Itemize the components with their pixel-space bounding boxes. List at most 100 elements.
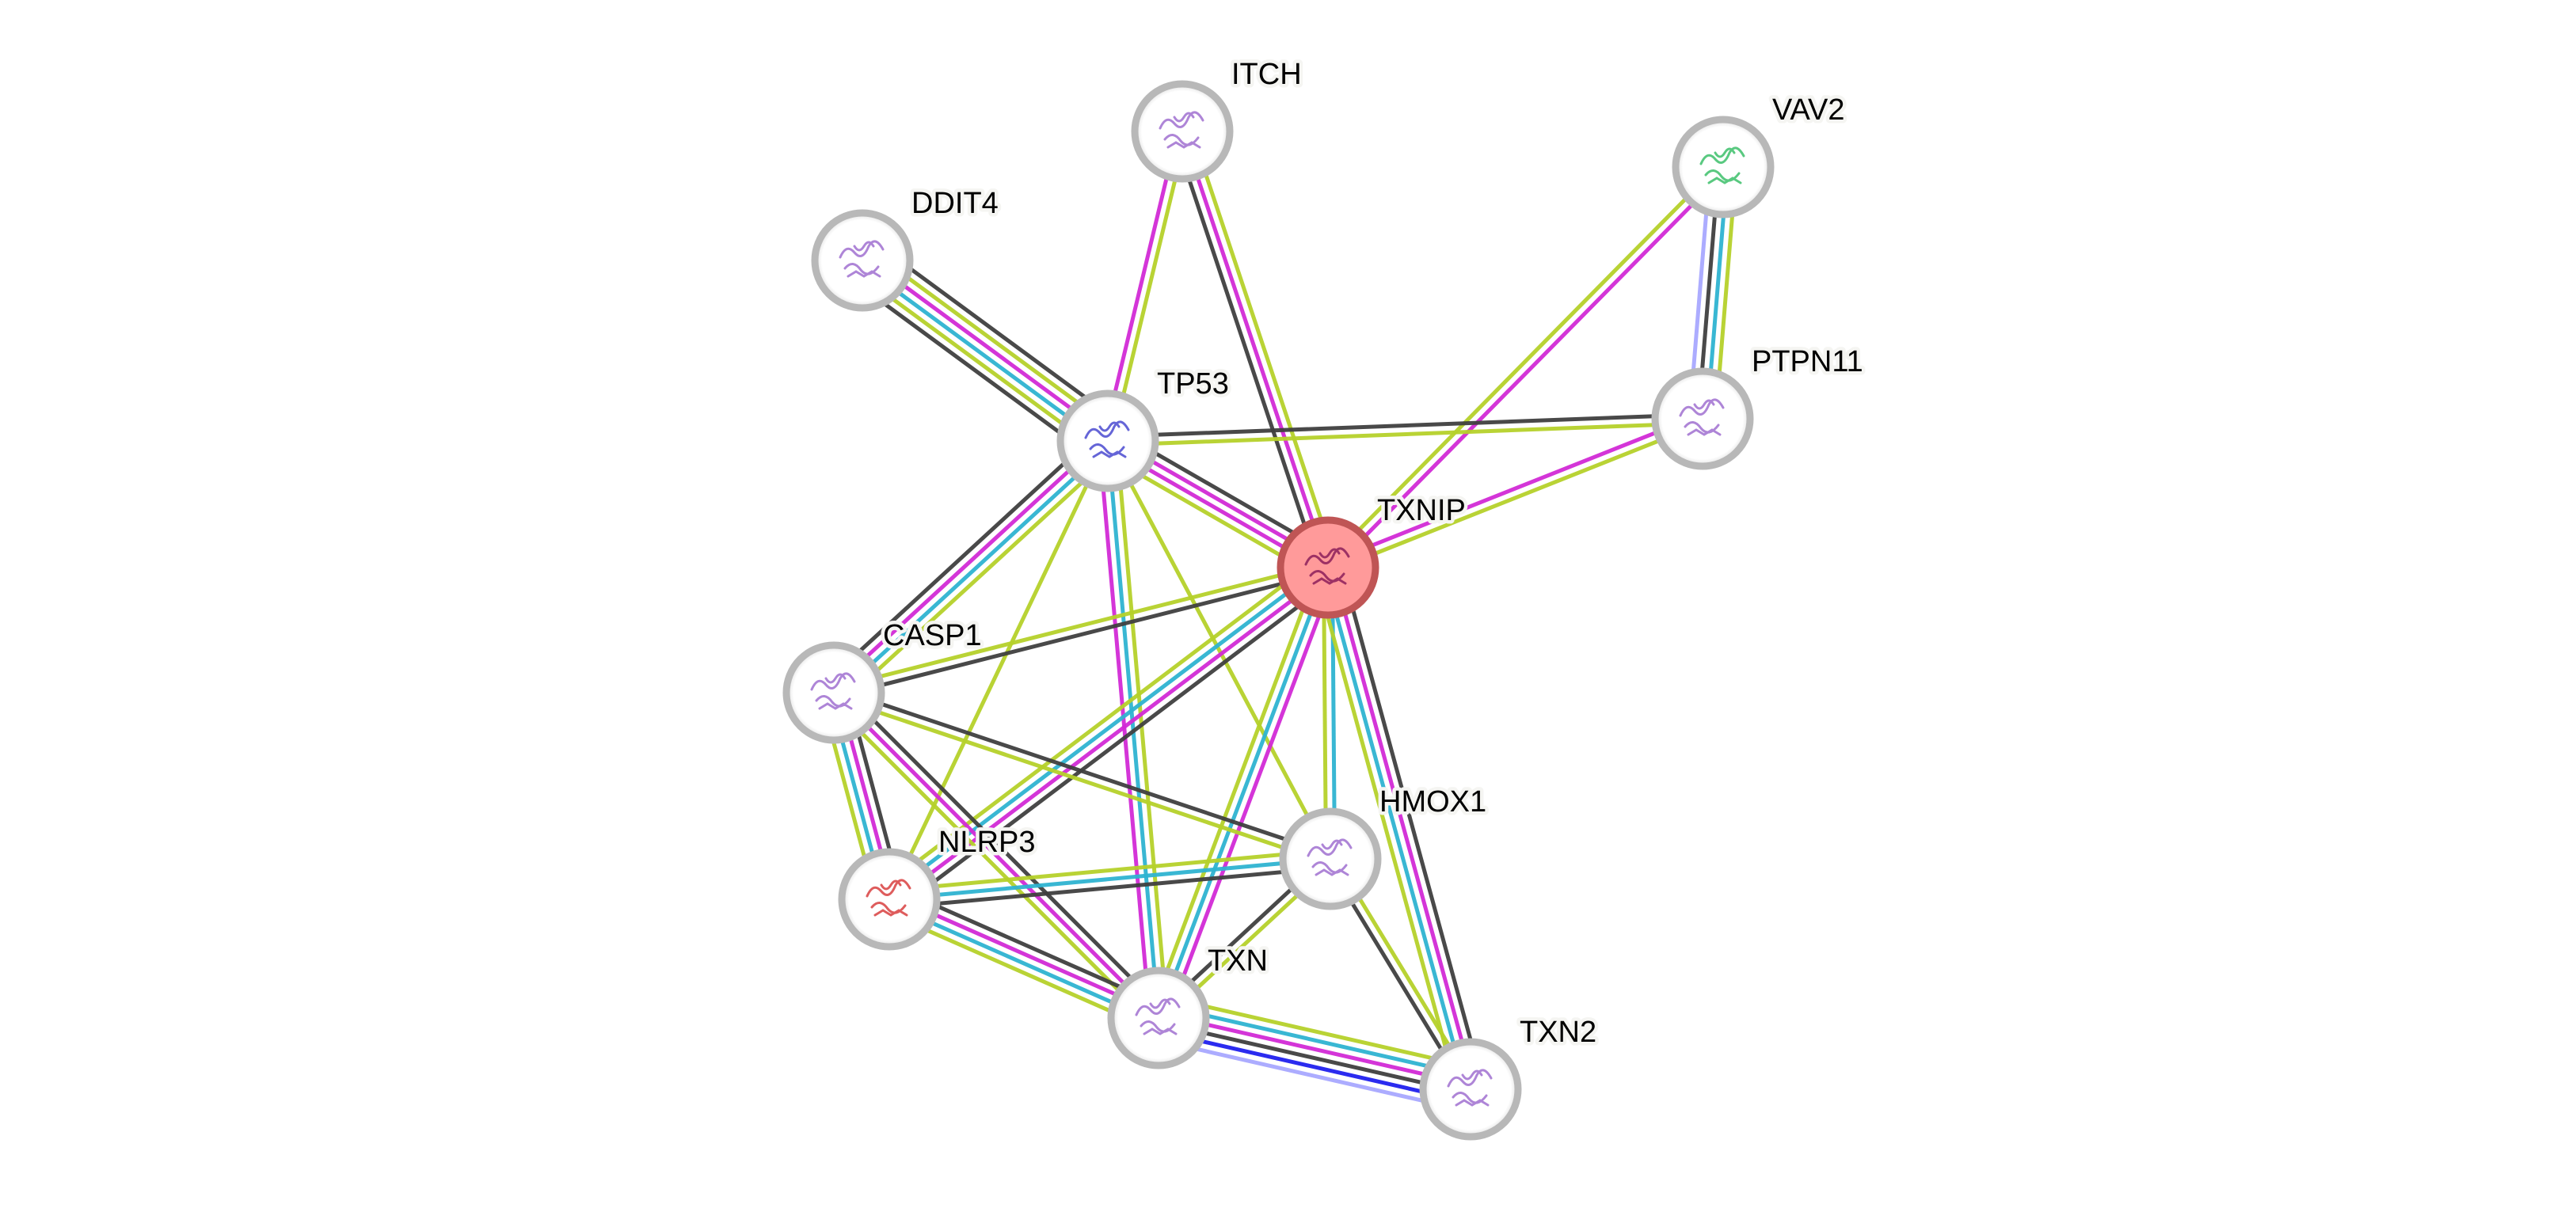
edge-line-coexpression	[848, 276, 1097, 461]
node-itch[interactable]: ITCH	[1131, 55, 1305, 183]
node-ddit4[interactable]: DDIT4	[811, 184, 1002, 312]
edge-txnip-ptpn11[interactable]	[1326, 412, 1705, 574]
edge-line-experiments	[1330, 169, 1728, 572]
edge-line-coexpression	[834, 569, 1330, 699]
protein-structure-icon	[1307, 838, 1353, 876]
edge-txnip-nlrp3[interactable]	[880, 555, 1337, 912]
edge-line-textmining	[888, 848, 1330, 893]
edge-line-coexpression	[896, 576, 1337, 912]
protein-structure-icon	[1135, 997, 1181, 1035]
node-txn[interactable]: TXN	[1107, 941, 1272, 1069]
node-txn2[interactable]: TXN2	[1419, 1012, 1600, 1141]
node-bubble[interactable]	[782, 641, 885, 744]
node-casp1[interactable]: CASP1	[782, 616, 985, 744]
edge-line-textmining	[869, 248, 1117, 432]
edge-line-coexpression	[1172, 133, 1322, 572]
node-label: HMOX1	[1379, 785, 1486, 819]
edge-line-coexpression	[1157, 1020, 1471, 1096]
edge-line-textmining	[1108, 420, 1703, 447]
edge-line-experiments	[1330, 565, 1477, 1089]
node-label: TXNIP	[1377, 494, 1466, 527]
node-bubble[interactable]	[1279, 807, 1382, 910]
node-label: NLRP3	[938, 826, 1036, 859]
node-label: TXN	[1208, 944, 1268, 978]
node-ptpn11[interactable]: PTPN11	[1651, 342, 1866, 470]
protein-structure-icon	[1304, 547, 1350, 585]
node-bubble[interactable]	[1419, 1038, 1522, 1141]
node-hmox1[interactable]: HMOX1	[1279, 782, 1490, 910]
edge-line-databases	[1161, 1003, 1474, 1079]
edge-line-homology	[1153, 1037, 1467, 1113]
edge-tp53-itch[interactable]	[1102, 130, 1189, 443]
edge-casp1-hmox1[interactable]	[831, 686, 1333, 865]
node-bubble[interactable]	[1672, 116, 1775, 218]
node-bubble[interactable]	[811, 209, 914, 312]
edge-line-coexpression	[1107, 412, 1703, 439]
node-label: ITCH	[1231, 58, 1302, 91]
edge-line-gene_fusion	[1155, 1028, 1468, 1104]
edge-line-coexpression	[1338, 563, 1486, 1087]
edge-line-experiments	[1164, 569, 1338, 1022]
node-nlrp3[interactable]: NLRP3	[838, 822, 1039, 951]
edge-line-coexpression	[889, 865, 1332, 910]
edge-casp1-txn[interactable]	[826, 685, 1166, 1026]
edge-line-textmining	[1109, 131, 1189, 443]
node-txnip[interactable]: TXNIP	[1277, 491, 1469, 619]
edge-txnip-itch[interactable]	[1172, 127, 1338, 572]
edge-line-textmining	[1105, 439, 1333, 860]
edge-line-experiments	[1097, 441, 1152, 1020]
edge-line-experiments	[1326, 412, 1702, 566]
node-label: PTPN11	[1752, 345, 1863, 378]
node-vav2[interactable]: VAV2	[1672, 90, 1848, 218]
protein-structure-icon	[1159, 111, 1204, 149]
edge-line-textmining	[1313, 570, 1460, 1094]
node-bubble[interactable]	[1107, 967, 1210, 1069]
node-tp53[interactable]: TP53	[1056, 364, 1232, 492]
node-bubble[interactable]	[1056, 389, 1159, 492]
edge-line-coexpression	[839, 685, 1166, 1013]
edge-line-textmining	[1189, 127, 1338, 566]
edge-line-textmining	[1329, 420, 1705, 574]
edge-txnip-txn[interactable]	[1148, 564, 1338, 1022]
edge-txn-txn2[interactable]	[1153, 994, 1476, 1113]
edge-line-experiments	[1180, 131, 1330, 568]
edge-nlrp3-hmox1[interactable]	[888, 848, 1332, 910]
edge-tp53-ptpn11[interactable]	[1107, 412, 1703, 447]
node-bubble[interactable]	[838, 848, 941, 951]
node-bubble[interactable]	[1277, 516, 1379, 619]
edge-tp53-casp1[interactable]	[824, 430, 1118, 704]
edge-line-textmining	[1162, 994, 1476, 1070]
edge-line-databases	[1156, 567, 1330, 1019]
edge-line-textmining	[853, 269, 1102, 454]
edge-line-experiments	[890, 569, 1332, 905]
edge-line-experiments	[829, 436, 1106, 691]
protein-structure-icon	[1699, 146, 1745, 184]
protein-structure-icon	[839, 240, 885, 278]
edge-line-textmining	[880, 555, 1322, 891]
edge-line-textmining	[1148, 564, 1322, 1016]
node-label: CASP1	[883, 619, 982, 652]
edge-tp53-hmox1[interactable]	[1105, 439, 1333, 860]
edge-line-databases	[835, 443, 1113, 697]
edge-txnip-vav2[interactable]	[1323, 162, 1728, 572]
edge-line-databases	[888, 857, 1331, 902]
edge-line-coexpression	[873, 241, 1122, 425]
edge-line-textmining	[1323, 162, 1722, 566]
node-bubble[interactable]	[1131, 80, 1234, 183]
edge-txnip-txn2[interactable]	[1313, 563, 1486, 1094]
edge-txnip-casp1[interactable]	[832, 561, 1330, 699]
node-label: VAV2	[1772, 93, 1845, 127]
edge-line-textmining	[1114, 439, 1170, 1018]
edge-tp53-nlrp3[interactable]	[887, 439, 1110, 901]
protein-structure-icon	[1084, 420, 1130, 458]
edge-line-textmining	[841, 449, 1118, 704]
node-label: TXN2	[1520, 1016, 1596, 1049]
edge-line-databases	[885, 562, 1327, 898]
protein-structure-icon	[810, 672, 856, 710]
edge-line-textmining	[887, 439, 1110, 901]
protein-structure-icon	[866, 879, 911, 917]
node-bubble[interactable]	[1651, 367, 1754, 470]
edge-line-textmining	[826, 697, 1154, 1026]
